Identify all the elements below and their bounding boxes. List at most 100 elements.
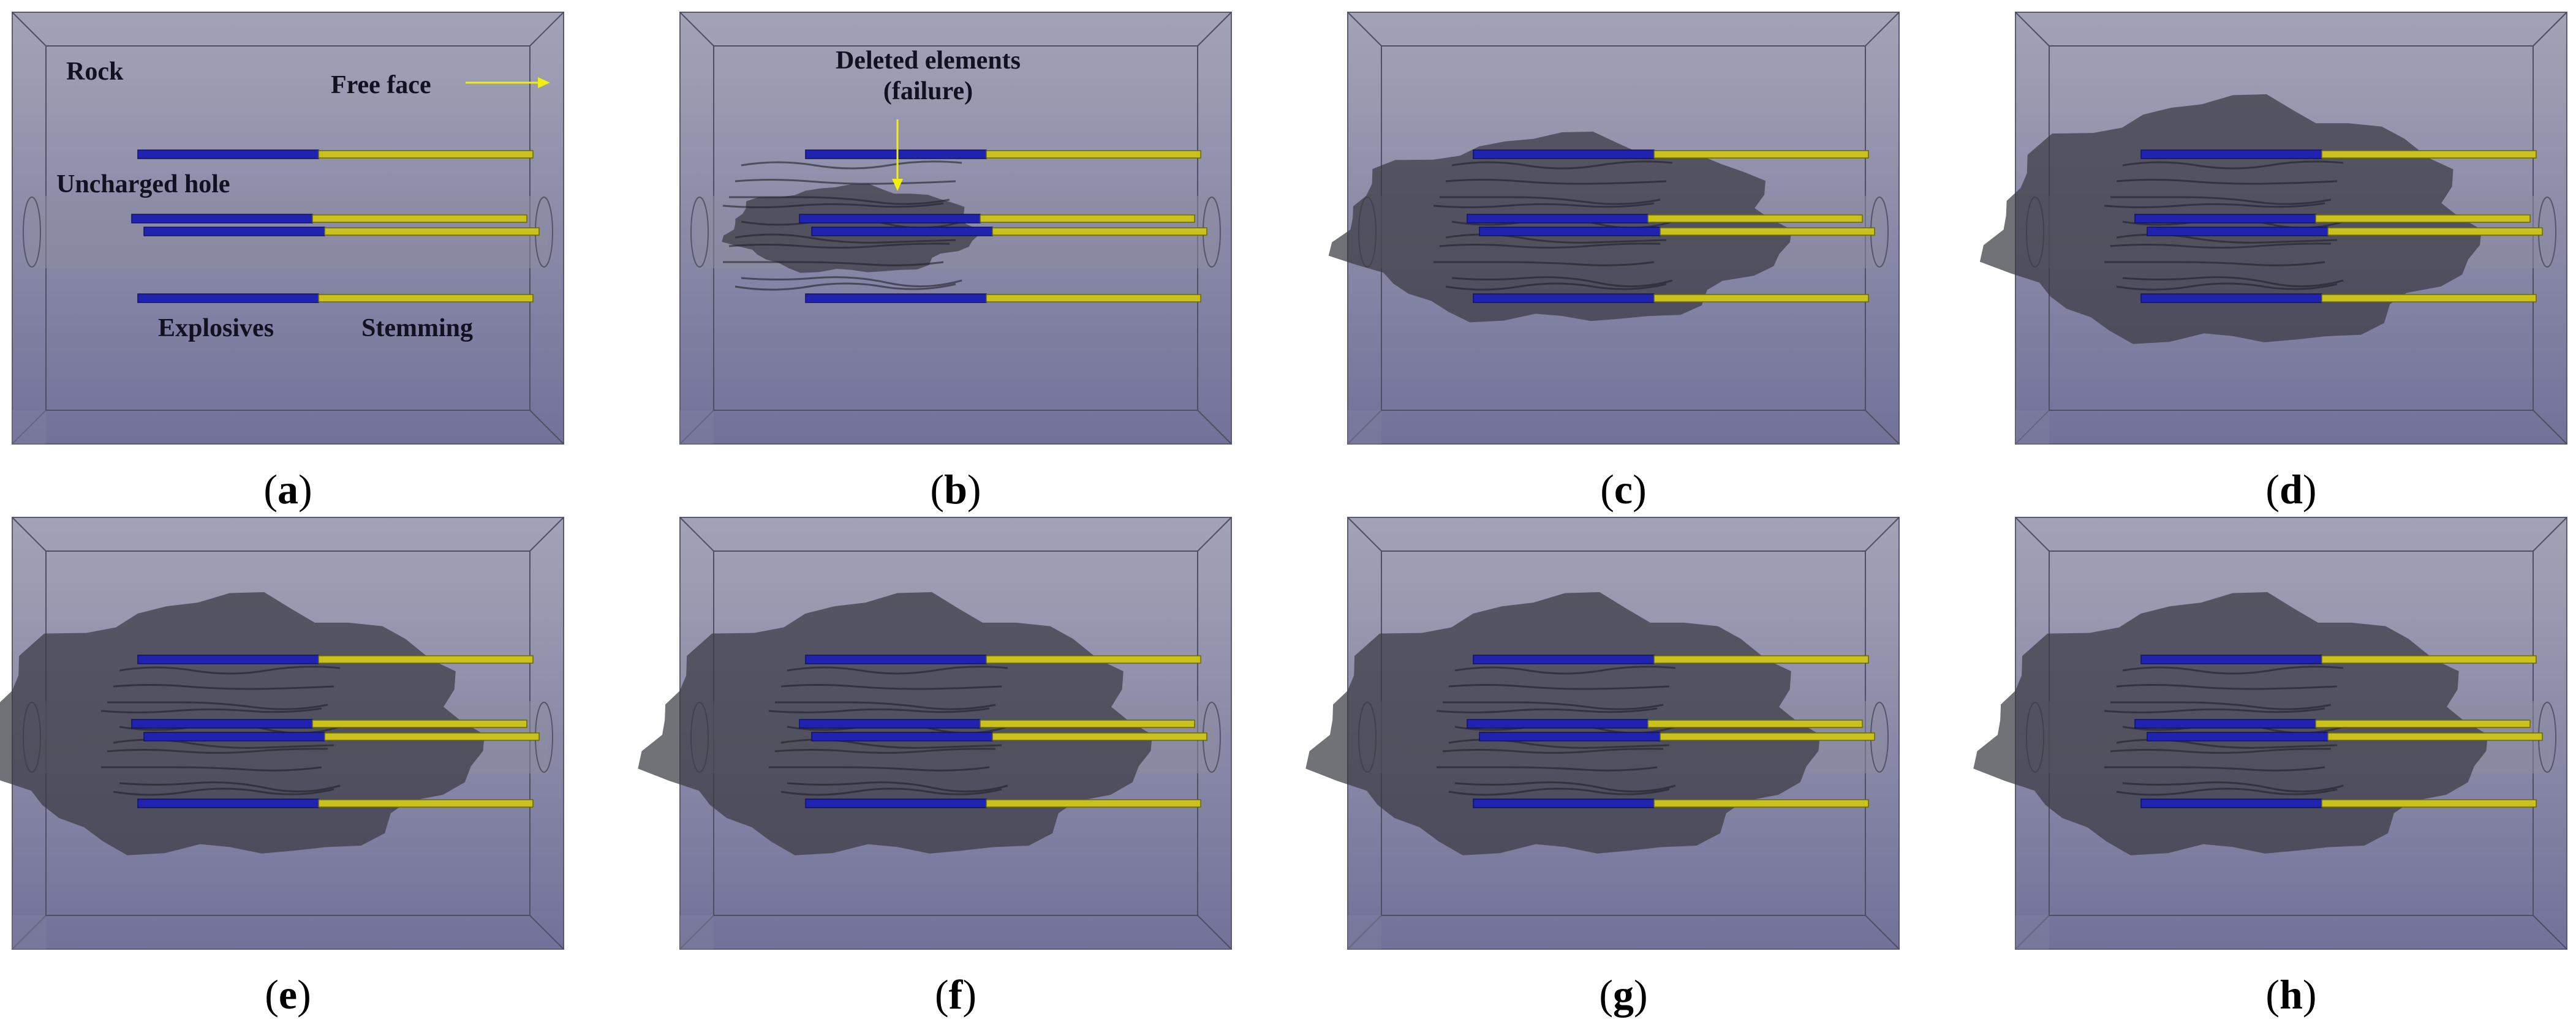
stemming-column <box>2327 732 2543 741</box>
stemming-column <box>992 227 1207 236</box>
explosive-charge <box>2147 732 2329 742</box>
panel-caption-letter: h <box>2279 971 2303 1018</box>
panel-caption-letter: g <box>1613 971 1634 1018</box>
rock-block-render <box>0 517 564 950</box>
explosive-charge <box>137 798 319 808</box>
simulation-panel-b <box>679 12 1232 445</box>
explosive-charge <box>1473 798 1655 808</box>
explosive-charge <box>1479 227 1661 236</box>
panel-caption: (b) <box>930 466 981 513</box>
stemming-column <box>312 719 527 728</box>
stemming-column <box>992 732 1207 741</box>
explosive-charge <box>2140 655 2322 664</box>
explosive-charge <box>799 719 981 729</box>
stemming-column <box>2321 799 2537 808</box>
panel-caption: (g) <box>1599 971 1648 1018</box>
stemming-column <box>1653 294 1869 302</box>
simulation-panel-e <box>0 517 564 950</box>
explosives-label: Explosives <box>158 314 274 342</box>
stemming-column <box>324 227 540 236</box>
stemming-column <box>318 799 534 808</box>
rock-block-render <box>1328 12 1900 445</box>
stemming-column <box>318 655 534 664</box>
deleted-elements-line1: Deleted elements <box>835 47 1021 75</box>
explosive-charge <box>1467 214 1649 224</box>
explosive-charge <box>1479 732 1661 742</box>
panel-caption: (f) <box>935 971 976 1018</box>
explosive-charge <box>137 293 319 303</box>
stemming-column <box>1653 799 1869 808</box>
explosive-charge <box>2134 214 2316 224</box>
stemming-column <box>1653 655 1869 664</box>
stemming-column <box>2315 214 2531 223</box>
stemming-column <box>986 799 1201 808</box>
rock-block-render <box>1973 517 2567 950</box>
simulation-panel-c <box>1328 12 1900 445</box>
explosive-charge <box>137 655 319 664</box>
explosive-charge <box>1473 293 1655 303</box>
explosive-charge <box>805 655 987 664</box>
deleted-elements-label: Deleted elements (failure) <box>757 48 1100 104</box>
stemming-column <box>324 732 540 741</box>
rock-block-render <box>638 517 1232 950</box>
panel-caption-letter: e <box>278 971 298 1018</box>
simulation-panel-a <box>12 12 564 445</box>
panel-caption-letter: a <box>278 466 298 513</box>
simulation-panel-h <box>1973 517 2567 950</box>
simulation-panel-g <box>1305 517 1900 950</box>
stemming-column <box>1647 214 1863 223</box>
panel-caption-letter: d <box>2279 466 2303 513</box>
stemming-column <box>980 719 1195 728</box>
panel-caption: (a) <box>263 466 312 513</box>
panel-caption: (h) <box>2265 971 2317 1018</box>
stemming-column <box>312 214 527 223</box>
stemming-column <box>318 150 534 159</box>
panel-caption: (c) <box>1600 466 1647 513</box>
explosive-charge <box>805 293 987 303</box>
deleted-elements-line2: (failure) <box>883 77 973 105</box>
stemming-column <box>980 214 1195 223</box>
rock-block-render <box>12 12 564 445</box>
rock-block-render <box>679 12 1232 445</box>
explosive-charge <box>2140 149 2322 159</box>
free-face-label: Free face <box>331 71 431 99</box>
stemming-column <box>2315 719 2531 728</box>
rock-block-render <box>1979 12 2567 445</box>
simulation-panel-f <box>638 517 1232 950</box>
stemming-column <box>986 150 1201 159</box>
explosive-charge <box>1473 655 1655 664</box>
panel-caption-letter: f <box>948 971 963 1018</box>
explosive-charge <box>2134 719 2316 729</box>
panel-caption-letter: b <box>944 466 967 513</box>
explosive-charge <box>137 149 319 159</box>
explosive-charge <box>131 214 313 224</box>
uncharged-hole-label: Uncharged hole <box>56 170 230 198</box>
panel-caption: (d) <box>2265 466 2317 513</box>
stemming-column <box>1653 150 1869 159</box>
explosive-charge <box>1473 149 1655 159</box>
stemming-column <box>1660 227 1875 236</box>
simulation-panel-d <box>1979 12 2567 445</box>
explosive-charge <box>811 732 993 742</box>
explosive-charge <box>2140 798 2322 808</box>
stemming-label: Stemming <box>361 314 473 342</box>
explosive-charge <box>811 227 993 236</box>
stemming-column <box>2327 227 2543 236</box>
stemming-column <box>2321 150 2537 159</box>
explosive-charge <box>131 719 313 729</box>
rock-label: Rock <box>66 58 124 86</box>
explosive-charge <box>805 798 987 808</box>
stemming-column <box>1647 719 1863 728</box>
explosive-charge <box>143 227 325 236</box>
stemming-column <box>2321 294 2537 302</box>
explosive-charge <box>1467 719 1649 729</box>
panel-caption: (e) <box>265 971 311 1018</box>
explosive-charge <box>805 149 987 159</box>
explosive-charge <box>143 732 325 742</box>
explosive-charge <box>2140 293 2322 303</box>
explosive-charge <box>2147 227 2329 236</box>
stemming-column <box>986 655 1201 664</box>
stemming-column <box>318 294 534 302</box>
stemming-column <box>2321 655 2537 664</box>
explosive-charge <box>799 214 981 224</box>
